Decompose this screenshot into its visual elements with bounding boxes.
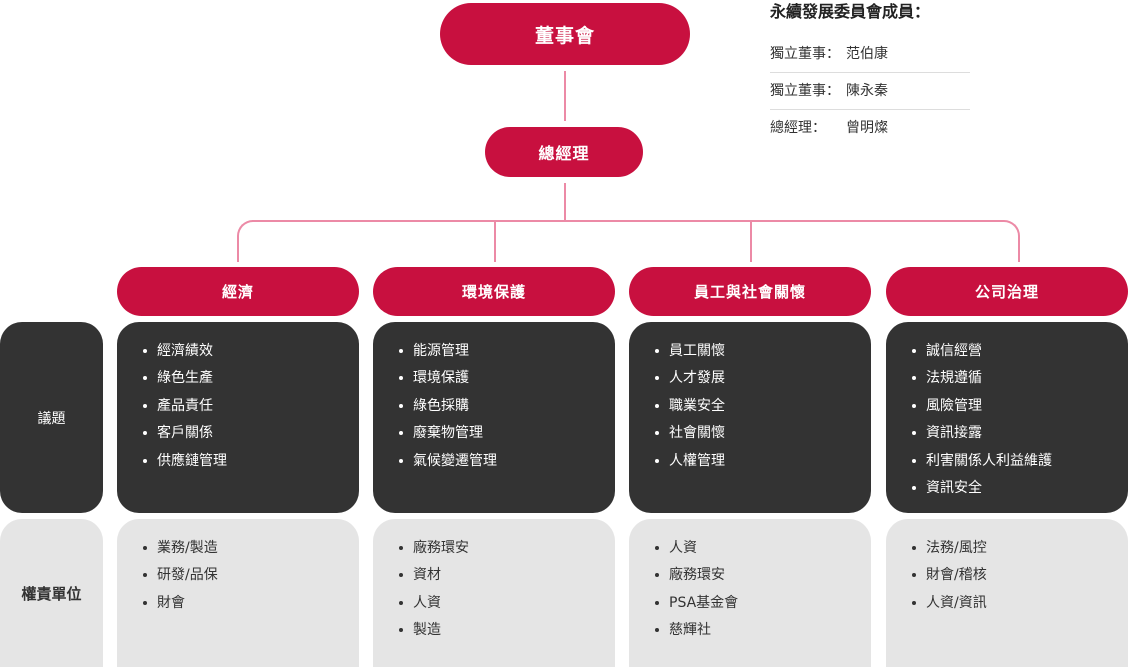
list-item: 資訊安全: [912, 477, 1128, 504]
list-item: 產品責任: [143, 395, 359, 422]
connector-gm-bar: [564, 183, 566, 221]
connector-drop-economy: [237, 240, 239, 262]
member-role: 總經理：: [770, 120, 826, 136]
list-item: 廠務環安: [655, 564, 871, 591]
issues-box-employee-social: 員工關懷 人才發展 職業安全 社會關懷 人權管理: [629, 322, 871, 513]
list-item: 慈輝社: [655, 619, 871, 646]
list-item: 能源管理: [399, 340, 615, 367]
list-item: 廢棄物管理: [399, 422, 615, 449]
list-item: 風險管理: [912, 395, 1128, 422]
issues-list: 經濟績效 綠色生產 產品責任 客戶關係 供應鏈管理: [117, 322, 359, 477]
connector-horizontal-bar: [252, 220, 1004, 222]
category-governance: 公司治理: [886, 267, 1128, 316]
list-item: 綠色生產: [143, 367, 359, 394]
list-item: 人資: [399, 592, 615, 619]
units-box-environment: 廠務環安 資材 人資 製造: [373, 519, 615, 667]
connector-drop-governance: [1018, 240, 1020, 262]
list-item: 人才發展: [655, 367, 871, 394]
connector-curve-right: [990, 220, 1020, 250]
committee-member-row: 獨立董事： 陳永秦: [770, 73, 970, 110]
units-list: 人資 廠務環安 PSA基金會 慈輝社: [629, 519, 871, 647]
list-item: 經濟績效: [143, 340, 359, 367]
list-item: 氣候變遷管理: [399, 450, 615, 477]
issues-list: 誠信經營 法規遵循 風險管理 資訊接露 利害關係人利益維護 資訊安全: [886, 322, 1128, 504]
units-box-economy: 業務/製造 研發/品保 財會: [117, 519, 359, 667]
list-item: 人權管理: [655, 450, 871, 477]
list-item: 資訊接露: [912, 422, 1128, 449]
committee-member-row: 總經理： 曾明燦: [770, 110, 970, 147]
committee-title: 永續發展委員會成員：: [770, 2, 931, 21]
units-list: 業務/製造 研發/品保 財會: [117, 519, 359, 619]
list-item: 製造: [399, 619, 615, 646]
list-item: 職業安全: [655, 395, 871, 422]
connector-drop-environment: [494, 221, 496, 262]
connector-board-gm: [564, 71, 566, 121]
connector-curve-left: [237, 220, 267, 250]
category-environment: 環境保護: [373, 267, 615, 316]
list-item: 綠色採購: [399, 395, 615, 422]
list-item: 廠務環安: [399, 537, 615, 564]
list-item: PSA基金會: [655, 592, 871, 619]
issues-list: 能源管理 環境保護 綠色採購 廢棄物管理 氣候變遷管理: [373, 322, 615, 477]
list-item: 法務/風控: [912, 537, 1128, 564]
units-list: 廠務環安 資材 人資 製造: [373, 519, 615, 647]
board-of-directors-node: 董事會: [440, 3, 690, 65]
list-item: 人資/資訊: [912, 592, 1128, 619]
member-name: 范伯康: [846, 46, 888, 62]
list-item: 利害關係人利益維護: [912, 450, 1128, 477]
row-label-units-text: 權責單位: [21, 584, 82, 603]
list-item: 人資: [655, 537, 871, 564]
units-box-governance: 法務/風控 財會/稽核 人資/資訊: [886, 519, 1128, 667]
member-name: 陳永秦: [846, 83, 888, 99]
list-item: 財會: [143, 592, 359, 619]
list-item: 研發/品保: [143, 564, 359, 591]
list-item: 業務/製造: [143, 537, 359, 564]
committee-member-row: 獨立董事： 范伯康: [770, 36, 970, 73]
row-label-units: 權責單位: [0, 519, 103, 667]
issues-list: 員工關懷 人才發展 職業安全 社會關懷 人權管理: [629, 322, 871, 477]
list-item: 員工關懷: [655, 340, 871, 367]
connector-drop-social: [750, 221, 752, 262]
list-item: 環境保護: [399, 367, 615, 394]
units-box-employee-social: 人資 廠務環安 PSA基金會 慈輝社: [629, 519, 871, 667]
row-label-issues: 議題: [0, 322, 103, 513]
category-economy: 經濟: [117, 267, 359, 316]
list-item: 財會/稽核: [912, 564, 1128, 591]
member-role: 獨立董事：: [770, 83, 840, 99]
units-list: 法務/風控 財會/稽核 人資/資訊: [886, 519, 1128, 619]
list-item: 供應鏈管理: [143, 450, 359, 477]
list-item: 誠信經營: [912, 340, 1128, 367]
member-role: 獨立董事：: [770, 46, 840, 62]
list-item: 社會關懷: [655, 422, 871, 449]
committee-members-panel: 永續發展委員會成員： 獨立董事： 范伯康 獨立董事： 陳永秦 總經理： 曾明燦: [770, 0, 970, 147]
list-item: 客戶關係: [143, 422, 359, 449]
issues-box-environment: 能源管理 環境保護 綠色採購 廢棄物管理 氣候變遷管理: [373, 322, 615, 513]
list-item: 法規遵循: [912, 367, 1128, 394]
category-employee-social: 員工與社會關懷: [629, 267, 871, 316]
list-item: 資材: [399, 564, 615, 591]
member-name: 曾明燦: [846, 120, 888, 136]
issues-box-governance: 誠信經營 法規遵循 風險管理 資訊接露 利害關係人利益維護 資訊安全: [886, 322, 1128, 513]
row-label-issues-text: 議題: [37, 410, 66, 427]
issues-box-economy: 經濟績效 綠色生產 產品責任 客戶關係 供應鏈管理: [117, 322, 359, 513]
general-manager-node: 總經理: [485, 127, 643, 177]
